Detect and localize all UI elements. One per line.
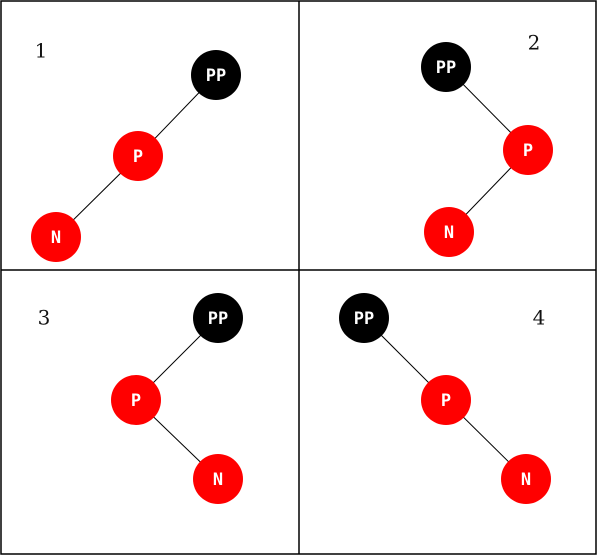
tree-node-p: P bbox=[111, 375, 161, 425]
node-label: PP bbox=[436, 58, 456, 78]
node-circle bbox=[424, 207, 474, 257]
case-number: 3 bbox=[38, 306, 51, 330]
tree-node-p: P bbox=[421, 375, 471, 425]
node-circle bbox=[421, 375, 471, 425]
node-label: N bbox=[213, 470, 223, 490]
node-circle bbox=[421, 42, 471, 92]
tree-node-n: N bbox=[31, 212, 81, 262]
node-label: PP bbox=[354, 309, 374, 329]
tree-node-p: P bbox=[503, 125, 553, 175]
tree-node-n: N bbox=[424, 207, 474, 257]
node-label: P bbox=[523, 141, 533, 161]
node-circle bbox=[501, 454, 551, 504]
case-number: 1 bbox=[35, 39, 48, 63]
node-label: N bbox=[444, 223, 454, 243]
tree-node-p: P bbox=[113, 131, 163, 181]
node-circle bbox=[31, 212, 81, 262]
case-number: 4 bbox=[533, 306, 546, 330]
node-label: N bbox=[521, 470, 531, 490]
node-label: P bbox=[133, 147, 143, 167]
tree-node-n: N bbox=[193, 454, 243, 504]
node-label: P bbox=[441, 391, 451, 411]
node-circle bbox=[339, 293, 389, 343]
node-label: N bbox=[51, 228, 61, 248]
tree-node-pp: PP bbox=[193, 293, 243, 343]
node-label: PP bbox=[206, 66, 226, 86]
case-number: 2 bbox=[528, 31, 541, 55]
node-label: P bbox=[131, 391, 141, 411]
node-label: PP bbox=[208, 309, 228, 329]
node-circle bbox=[193, 293, 243, 343]
tree-node-pp: PP bbox=[421, 42, 471, 92]
node-circle bbox=[191, 50, 241, 100]
node-circle bbox=[111, 375, 161, 425]
node-circle bbox=[113, 131, 163, 181]
tree-node-n: N bbox=[501, 454, 551, 504]
tree-node-pp: PP bbox=[191, 50, 241, 100]
node-circle bbox=[503, 125, 553, 175]
tree-node-pp: PP bbox=[339, 293, 389, 343]
node-circle bbox=[193, 454, 243, 504]
